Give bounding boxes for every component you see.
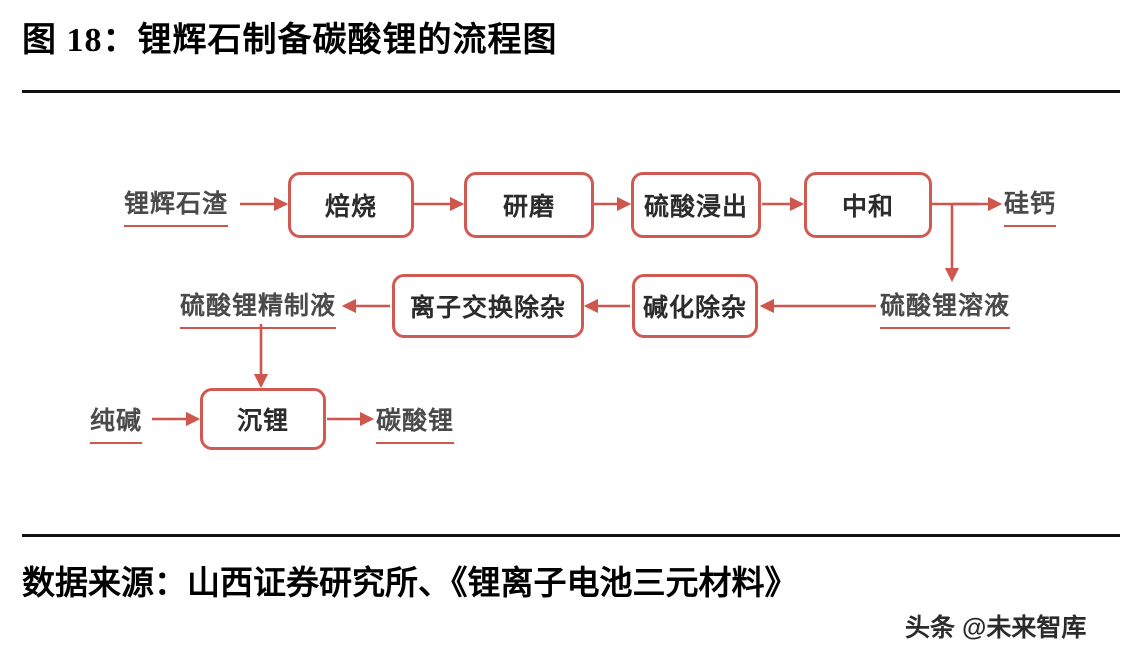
label-lithium-carbonate: 碳酸锂 — [376, 401, 455, 444]
flowchart: 锂辉石渣 焙烧 研磨 硫酸浸出 中和 硅钙 硫酸锂溶液 碱化除杂 离子交换除杂 … — [0, 96, 1142, 532]
figure-source: 数据来源：山西证券研究所、《锂离子电池三元材料》 — [22, 566, 798, 602]
node-ion-exchange-impurity-removal[interactable]: 离子交换除杂 — [392, 274, 584, 338]
divider-top — [22, 90, 1120, 93]
label-silicon-calcium: 硅钙 — [1004, 184, 1057, 227]
node-alkali-impurity-removal[interactable]: 碱化除杂 — [632, 274, 758, 338]
node-grinding[interactable]: 研磨 — [464, 172, 594, 238]
node-neutralization[interactable]: 中和 — [804, 172, 932, 238]
watermark: 头条 @未来智库 — [905, 614, 1087, 642]
label-lithium-sulfate-solution: 硫酸锂溶液 — [880, 286, 1011, 329]
node-lithium-precipitation[interactable]: 沉锂 — [200, 388, 326, 450]
divider-bottom — [22, 534, 1120, 537]
flowchart-connectors — [152, 196, 1003, 427]
label-soda-ash: 纯碱 — [90, 401, 143, 444]
node-roasting[interactable]: 焙烧 — [288, 172, 414, 238]
label-refined-lithium-sulfate: 硫酸锂精制液 — [180, 286, 337, 329]
page-title: 图 18：锂辉石制备碳酸锂的流程图 — [22, 22, 558, 59]
label-spodumene-slag: 锂辉石渣 — [124, 184, 229, 227]
node-sulfuric-acid-leaching[interactable]: 硫酸浸出 — [631, 172, 761, 238]
